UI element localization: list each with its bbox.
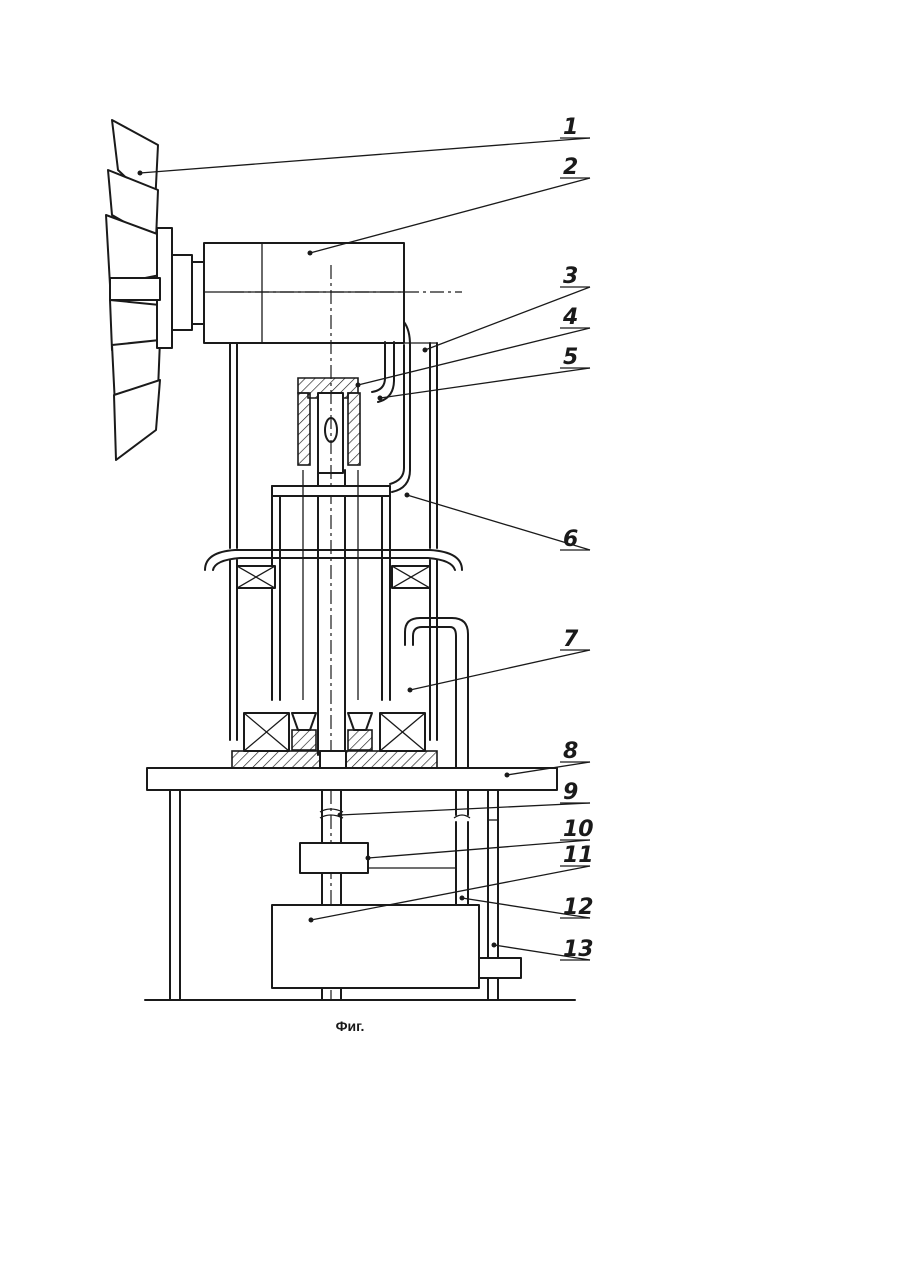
coupling bbox=[300, 843, 456, 873]
label-12: 12 bbox=[563, 895, 594, 920]
label-10: 10 bbox=[563, 817, 594, 842]
tank bbox=[272, 905, 479, 988]
label-9: 9 bbox=[563, 780, 578, 805]
figure-caption: Фиг. bbox=[0, 1018, 700, 1034]
bearing-cap bbox=[298, 378, 360, 473]
label-13: 13 bbox=[563, 937, 594, 962]
label-8: 8 bbox=[563, 739, 578, 764]
curved-pipe bbox=[372, 322, 410, 492]
label-1: 1 bbox=[563, 115, 578, 140]
label-5: 5 bbox=[563, 345, 578, 370]
label-11: 11 bbox=[563, 843, 594, 868]
vertical-shaft bbox=[318, 265, 345, 1000]
lower-bearings bbox=[244, 713, 425, 751]
label-4: 4 bbox=[562, 305, 578, 330]
part-labels: 1 2 3 4 5 6 7 8 9 10 11 12 13 bbox=[562, 115, 594, 962]
gearbox-housing bbox=[204, 243, 462, 343]
base-plate bbox=[232, 751, 437, 769]
label-3: 3 bbox=[563, 264, 578, 289]
label-2: 2 bbox=[563, 155, 578, 180]
upper-bearings bbox=[237, 566, 430, 588]
label-7: 7 bbox=[563, 627, 579, 652]
label-6: 6 bbox=[563, 527, 578, 552]
